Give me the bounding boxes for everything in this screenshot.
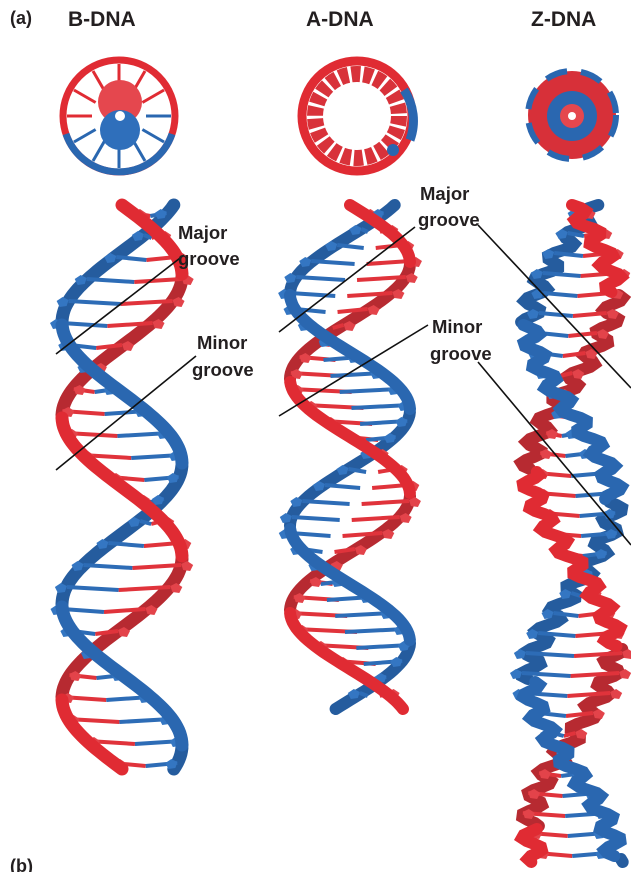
- base-blue: [69, 301, 121, 304]
- top-view-spoke: [74, 90, 96, 103]
- base-red: [134, 279, 182, 282]
- a-minor-label-line1: Minor: [432, 316, 482, 337]
- b-dna-helix: [50, 205, 194, 769]
- top-view-spoke: [74, 130, 96, 143]
- z-dna-helix: [510, 205, 631, 862]
- title-b-dna: B-DNA: [68, 8, 136, 31]
- a-dna-helix: [278, 205, 422, 709]
- base-blue: [292, 517, 340, 520]
- base-blue: [62, 323, 107, 326]
- top-view-spoke: [142, 90, 164, 103]
- b-major-label-line1: Major: [178, 222, 227, 243]
- title-a-dna: A-DNA: [306, 8, 374, 31]
- a-dna-top-view: [302, 61, 413, 171]
- base-blue: [296, 277, 345, 280]
- base-blue: [543, 293, 577, 296]
- base-blue: [67, 587, 119, 590]
- a-minor-label-line2: groove: [430, 343, 492, 364]
- a-major-label-line1: Major: [420, 183, 469, 204]
- backbone-segment: [522, 829, 542, 862]
- base-blue: [571, 593, 580, 596]
- b-minor-label-line2: groove: [192, 359, 254, 380]
- title-z-dna: Z-DNA: [531, 8, 596, 31]
- top-view-spoke: [93, 139, 106, 161]
- b-minor-label-line1: Minor: [197, 332, 247, 353]
- backbone-segment: [572, 205, 621, 292]
- backbone-segment: [62, 700, 122, 769]
- b-major-label-line2: groove: [178, 248, 240, 269]
- panel-label-b: (b): [10, 856, 33, 872]
- b-dna-top-view: [63, 60, 175, 172]
- base-blue: [360, 693, 368, 696]
- base-blue: [84, 565, 133, 568]
- backbone-segment: [621, 859, 623, 862]
- base-red: [367, 261, 410, 264]
- base-blue: [361, 229, 367, 232]
- a-major-label-line2: groove: [418, 209, 480, 230]
- top-view-spoke: [142, 130, 164, 143]
- base-blue: [302, 501, 349, 504]
- panel-label-a: (a): [10, 8, 32, 28]
- z-dna-top-view: [528, 71, 616, 159]
